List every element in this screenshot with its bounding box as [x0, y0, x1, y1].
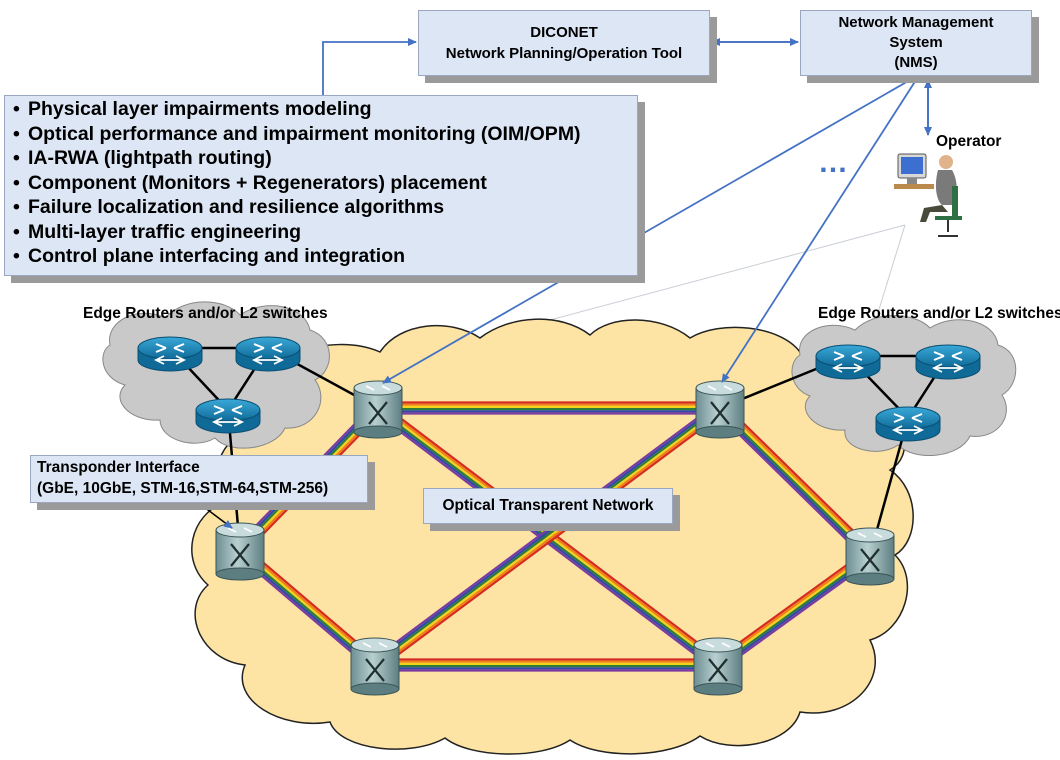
- lightpath-link: [371, 402, 724, 671]
- diconet-subtitle: Network Planning/Operation Tool: [445, 45, 683, 62]
- feature-item: •Multi-layer traffic engineering: [13, 220, 302, 243]
- edge-routers: [137, 336, 981, 442]
- operator-label: Operator: [936, 133, 1002, 150]
- bullet-icon: •: [13, 196, 20, 218]
- bullet-icon: •: [13, 98, 20, 120]
- router-icon: [915, 344, 981, 380]
- nms-to-oxc-left-arrow: [382, 79, 911, 384]
- oxc-icon: [215, 522, 265, 581]
- optical-network-label: Optical Transparent Network: [442, 497, 654, 514]
- wavelength-line: [377, 411, 724, 671]
- management-arrows: [322, 38, 932, 384]
- transponder-rates: (GbE, 10GbE, STM-16,STM-64,STM-256): [37, 480, 329, 497]
- nms-line-2: System: [889, 34, 943, 51]
- wavelength-line: [721, 404, 874, 554]
- wavelength-line: [375, 407, 722, 667]
- features-box: •Physical layer impairments modeling •Op…: [4, 95, 638, 276]
- nms-to-oxc-right-arrow: [721, 79, 917, 383]
- diconet-tool-box: DICONET Network Planning/Operation Tool: [418, 10, 710, 76]
- nms-line-3: (NMS): [894, 54, 938, 71]
- wavelength-line: [371, 402, 718, 662]
- router-icon: [195, 398, 261, 434]
- feature-item: •Control plane interfacing and integrati…: [13, 245, 406, 267]
- wavelength-line: [376, 409, 723, 669]
- feature-item: •Failure localization and resilience alg…: [13, 196, 445, 218]
- wavelength-line: [723, 403, 875, 552]
- operator-icon: [894, 153, 962, 237]
- feature-item: •Physical layer impairments modeling: [13, 98, 372, 120]
- transponder-title: Transponder Interface: [37, 459, 200, 476]
- transponder-interface-box: Transponder Interface (GbE, 10GbE, STM-1…: [30, 455, 368, 503]
- wavelength-line: [373, 406, 721, 666]
- feature-item: •Component (Monitors + Regenerators) pla…: [13, 171, 487, 194]
- features-list: •Physical layer impairments modeling •Op…: [13, 97, 637, 269]
- oxc-icon: [350, 637, 400, 696]
- nms-box: Network Management System (NMS): [800, 10, 1032, 76]
- wavelength-line: [718, 408, 871, 557]
- bullet-icon: •: [13, 122, 20, 145]
- more-nodes-ellipsis: …: [818, 146, 850, 179]
- bullet-icon: •: [13, 147, 20, 169]
- bullet-icon: •: [13, 220, 20, 243]
- wavelength-line: [716, 409, 869, 559]
- oxc-icon: [693, 637, 743, 696]
- oxc-icon: [845, 527, 895, 586]
- wavelength-line: [372, 404, 719, 664]
- feature-item: •IA-RWA (lightpath routing): [13, 147, 272, 169]
- lightpath-links: [235, 401, 875, 672]
- optical-cross-connects: [215, 380, 895, 696]
- router-icon: [137, 336, 203, 372]
- oxc-icon: [695, 380, 745, 439]
- edge-routers-right-label: Edge Routers and/or L2 switches: [818, 305, 1060, 322]
- wavelength-line: [719, 406, 872, 555]
- router-icon: [815, 344, 881, 380]
- features-to-diconet-arrow: [322, 38, 417, 95]
- lightpath-link: [715, 403, 875, 560]
- oxc-icon: [353, 380, 403, 439]
- lightpath-link: [375, 658, 718, 672]
- router-icon: [235, 336, 301, 372]
- lightpath-link: [378, 401, 720, 415]
- bullet-icon: •: [13, 245, 20, 267]
- feature-item: •Optical performance and impairment moni…: [13, 122, 581, 145]
- wavelength-line: [716, 553, 870, 666]
- nms-line-1: Network Management: [838, 14, 994, 31]
- optical-network-label-box: Optical Transparent Network: [423, 488, 673, 524]
- edge-routers-left-label: Edge Routers and/or L2 switches: [83, 305, 328, 322]
- diconet-title: DICONET: [530, 24, 598, 41]
- wavelength-line: [718, 554, 872, 667]
- bullet-icon: •: [13, 171, 20, 194]
- router-icon: [875, 406, 941, 442]
- wavelength-line: [715, 411, 867, 560]
